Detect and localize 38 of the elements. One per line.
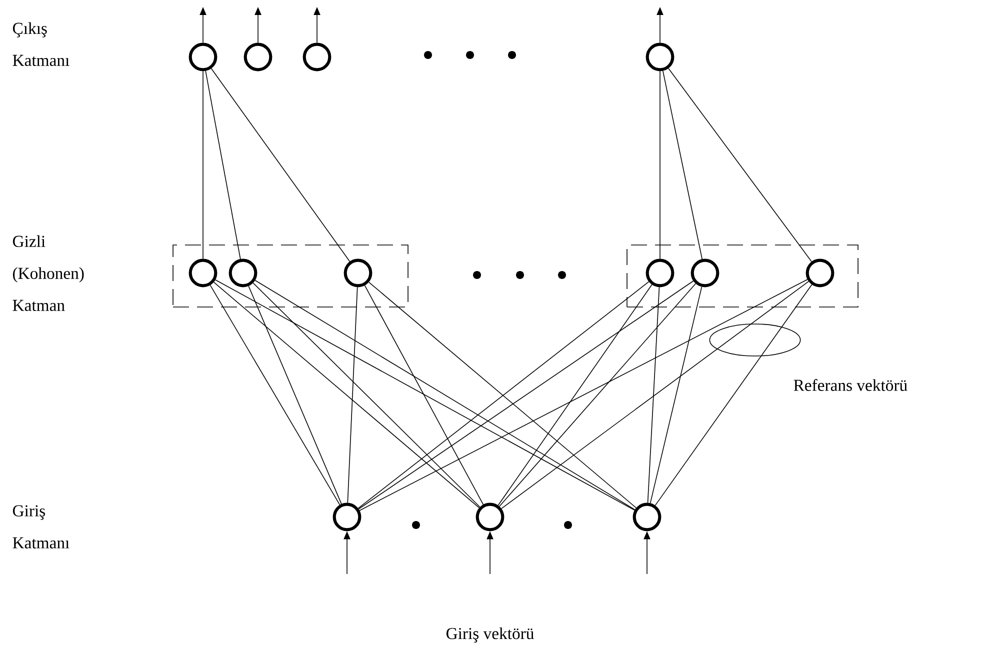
neuron-circle	[302, 42, 332, 72]
neuron-circle	[244, 42, 272, 72]
connection-line	[205, 70, 241, 260]
connection-line	[202, 70, 204, 260]
connection-line	[364, 285, 484, 505]
layer-label: Gizli (Kohonen) Katman	[12, 235, 84, 311]
connection-line	[359, 279, 808, 511]
connection-line	[248, 286, 342, 504]
connection-line	[252, 282, 480, 508]
connection-line	[347, 286, 358, 504]
caption-text: Referans vektörü	[794, 379, 908, 391]
connection-line	[213, 282, 480, 508]
neuron-circle	[188, 42, 218, 72]
connection-line	[499, 283, 696, 507]
neuron-circle	[690, 258, 720, 288]
neuron-circle	[632, 502, 662, 532]
neuron-circle	[646, 42, 674, 72]
layer-label: Çıkış Katmanı	[12, 22, 70, 66]
neuron-circle	[344, 258, 372, 288]
connection-line	[498, 284, 652, 506]
neuron-circle	[228, 258, 258, 288]
neuron-circle	[646, 258, 674, 288]
neuron-circle	[476, 502, 504, 532]
neuron-circle	[188, 258, 218, 288]
connection-line	[210, 284, 340, 506]
layer-group-box	[626, 244, 858, 308]
connection-line	[650, 286, 702, 504]
layer-label: Giriş Katmanı	[12, 505, 70, 548]
neuron-circle	[332, 502, 362, 532]
caption-text: Giriş vektörü	[446, 627, 534, 643]
connection-line	[654, 284, 812, 506]
connection-line	[501, 281, 809, 509]
layer-group-box	[172, 244, 408, 308]
connection-line	[662, 70, 703, 260]
connection-line	[210, 68, 350, 262]
neuron-circle	[806, 258, 834, 288]
connection-line	[647, 286, 660, 504]
connection-line	[668, 68, 812, 262]
